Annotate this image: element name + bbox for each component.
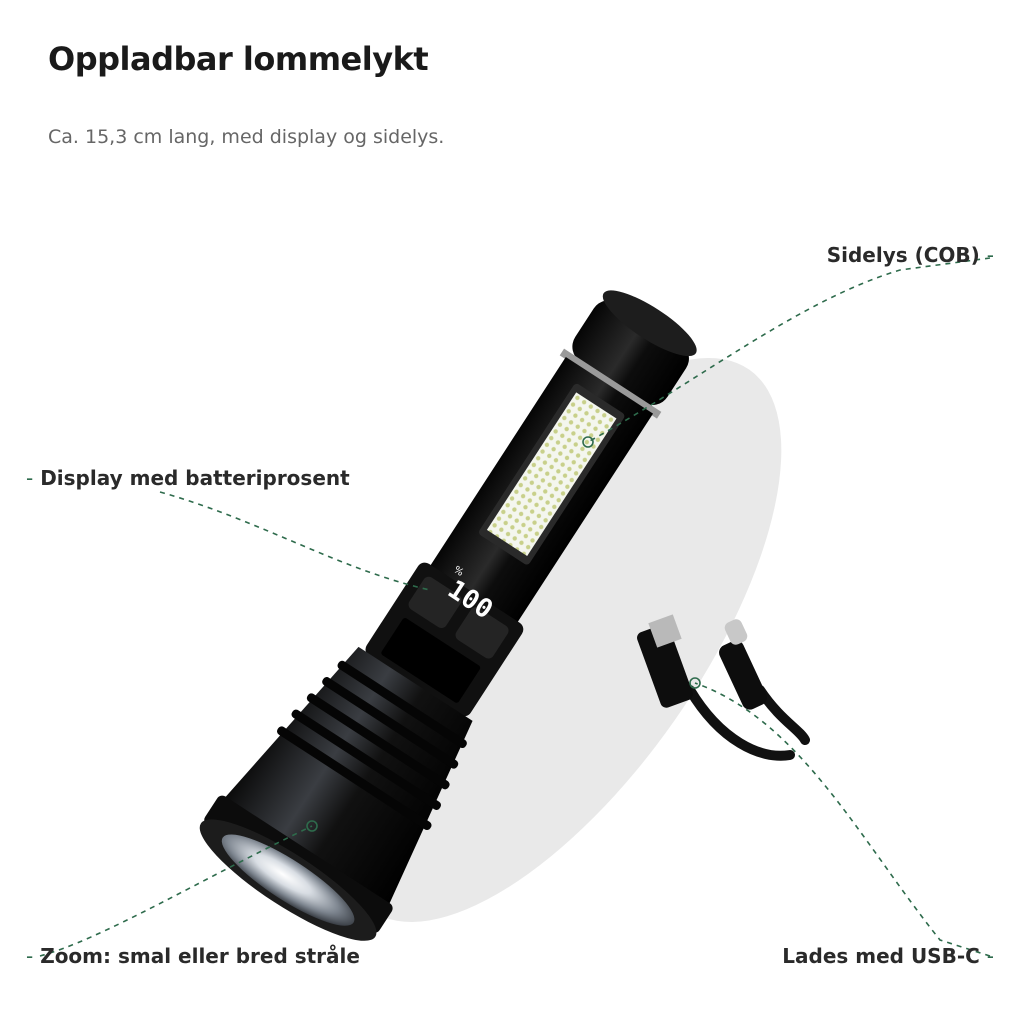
- leader-usb: [694, 682, 991, 957]
- leader-side-light: [587, 257, 991, 443]
- usb-a-connector: [648, 614, 682, 648]
- callout-charging: Lades med USB-C -: [782, 944, 994, 968]
- page-title: Oppladbar lommelykt: [48, 40, 429, 78]
- usb-c-connector: [724, 619, 748, 645]
- cooling-fins: [277, 660, 467, 831]
- leader-markers: [306, 436, 701, 832]
- battery-display: [381, 618, 481, 703]
- page-subtitle: Ca. 15,3 cm lang, med display og sidelys…: [48, 126, 445, 148]
- flashlight: [199, 290, 697, 941]
- leader-display: [159, 491, 431, 591]
- callout-side-light-label: Sidelys (COB): [826, 243, 980, 267]
- cob-side-light: [486, 392, 617, 557]
- zoom-lens: [221, 834, 355, 926]
- drop-shadow: [338, 358, 782, 922]
- tail-cap: [572, 300, 689, 406]
- callout-zoom: - Zoom: smal eller bred stråle: [26, 944, 360, 968]
- callout-display: - Display med batteriprosent: [26, 466, 350, 490]
- leader-lines: [39, 257, 991, 957]
- callout-charging-label: Lades med USB-C: [782, 944, 980, 968]
- usb-a-plug: [637, 624, 693, 708]
- callout-display-label: Display med batteriprosent: [40, 466, 350, 490]
- leader-zoom: [39, 825, 313, 957]
- power-button: [455, 607, 509, 659]
- callout-side-light: Sidelys (COB) -: [826, 243, 994, 267]
- tail-ring: [559, 348, 662, 419]
- callout-zoom-label: Zoom: smal eller bred stråle: [40, 944, 360, 968]
- usb-c-cable: [637, 614, 810, 761]
- usb-c-plug: [719, 640, 767, 710]
- mode-button: [408, 576, 462, 628]
